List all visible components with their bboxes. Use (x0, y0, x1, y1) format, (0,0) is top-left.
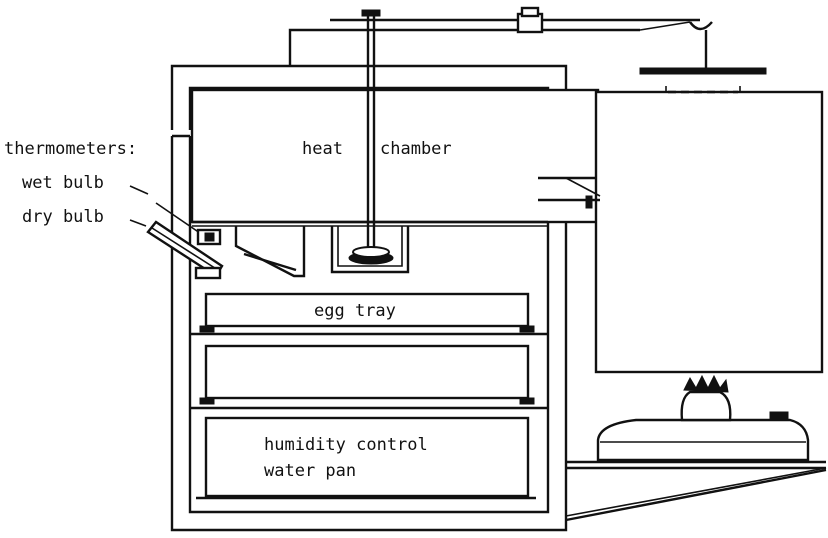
lamp-shelf (565, 460, 827, 522)
label-humidity-control: humidity control (264, 435, 428, 455)
water-pan (196, 416, 536, 500)
wafer-capsule (330, 226, 410, 274)
label-water-pan: water pan (264, 461, 356, 481)
label-chamber: chamber (380, 139, 452, 159)
label-egg-tray: egg tray (314, 301, 396, 321)
thermostat-rod (330, 6, 767, 252)
dry-bulb-leader (129, 219, 147, 227)
label-heat: heat (302, 139, 343, 159)
thermometers (146, 202, 224, 280)
label-dry-bulb: dry bulb (22, 207, 104, 227)
damper-flap (234, 226, 306, 278)
label-wet-bulb: wet bulb (22, 173, 104, 193)
kerosene-lamp (596, 374, 810, 462)
lamp-chimney (538, 86, 824, 374)
label-thermometers: thermometers: (4, 139, 137, 159)
egg-tray (190, 292, 548, 336)
middle-tray (190, 344, 548, 410)
wet-bulb-leader (129, 185, 149, 195)
